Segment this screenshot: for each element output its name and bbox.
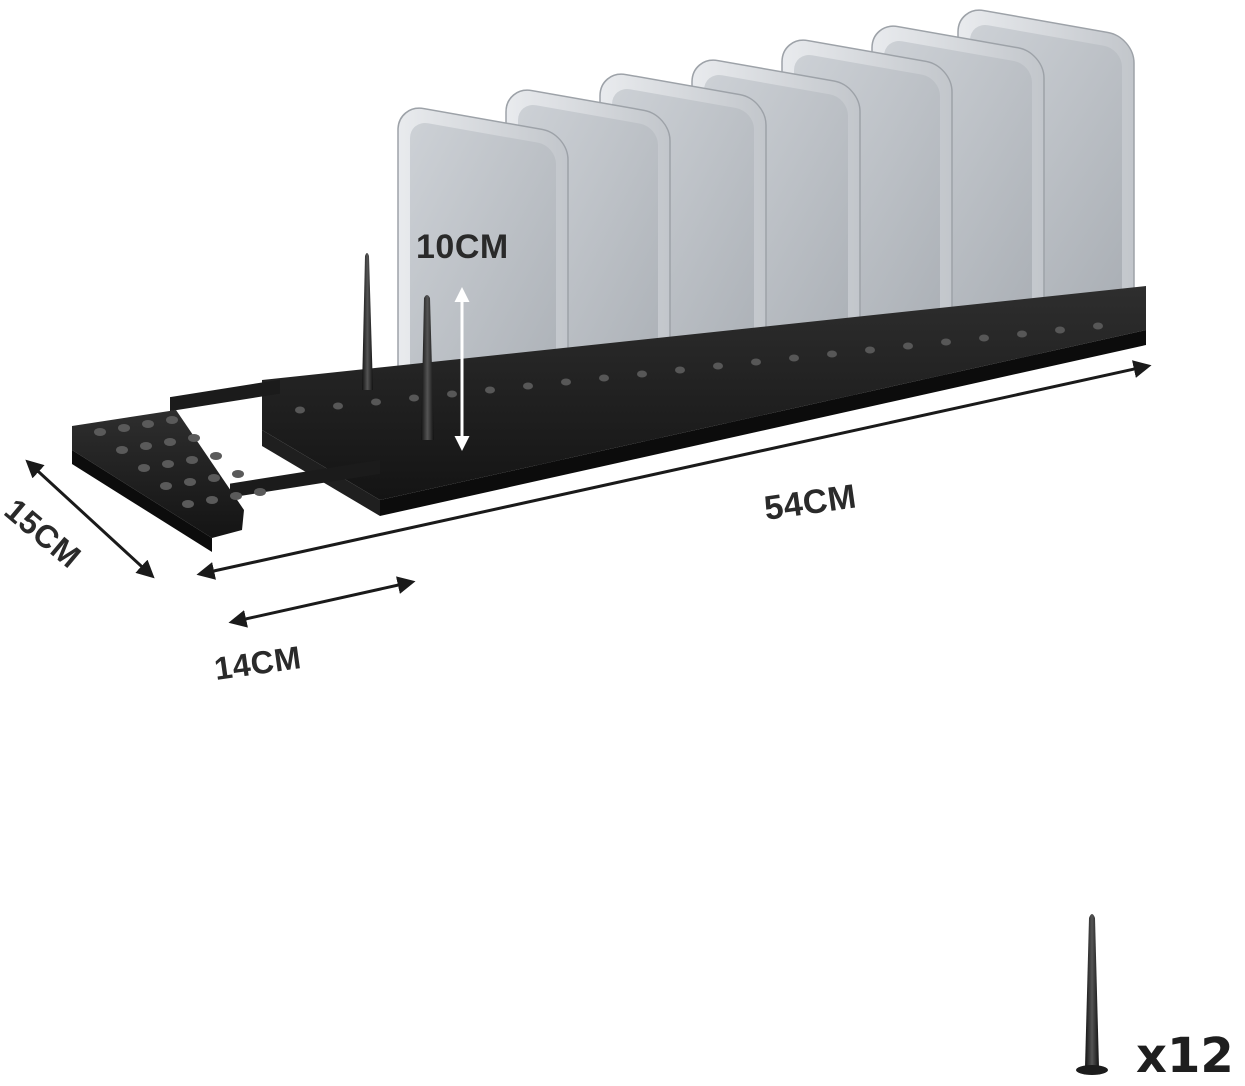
height-label: 10CM [416, 228, 509, 266]
length-arrow [196, 360, 1152, 580]
length-label: 54CM [762, 477, 859, 528]
accessory-peg [1076, 914, 1108, 1075]
accessory-count: x12 [1136, 1028, 1234, 1084]
extension-arrow [228, 576, 416, 628]
peg [362, 253, 373, 390]
depth-arrow [25, 459, 155, 579]
peg-base [1076, 1065, 1108, 1075]
peg-pin-icon [1085, 914, 1099, 1068]
extension-label: 14CM [212, 639, 304, 687]
